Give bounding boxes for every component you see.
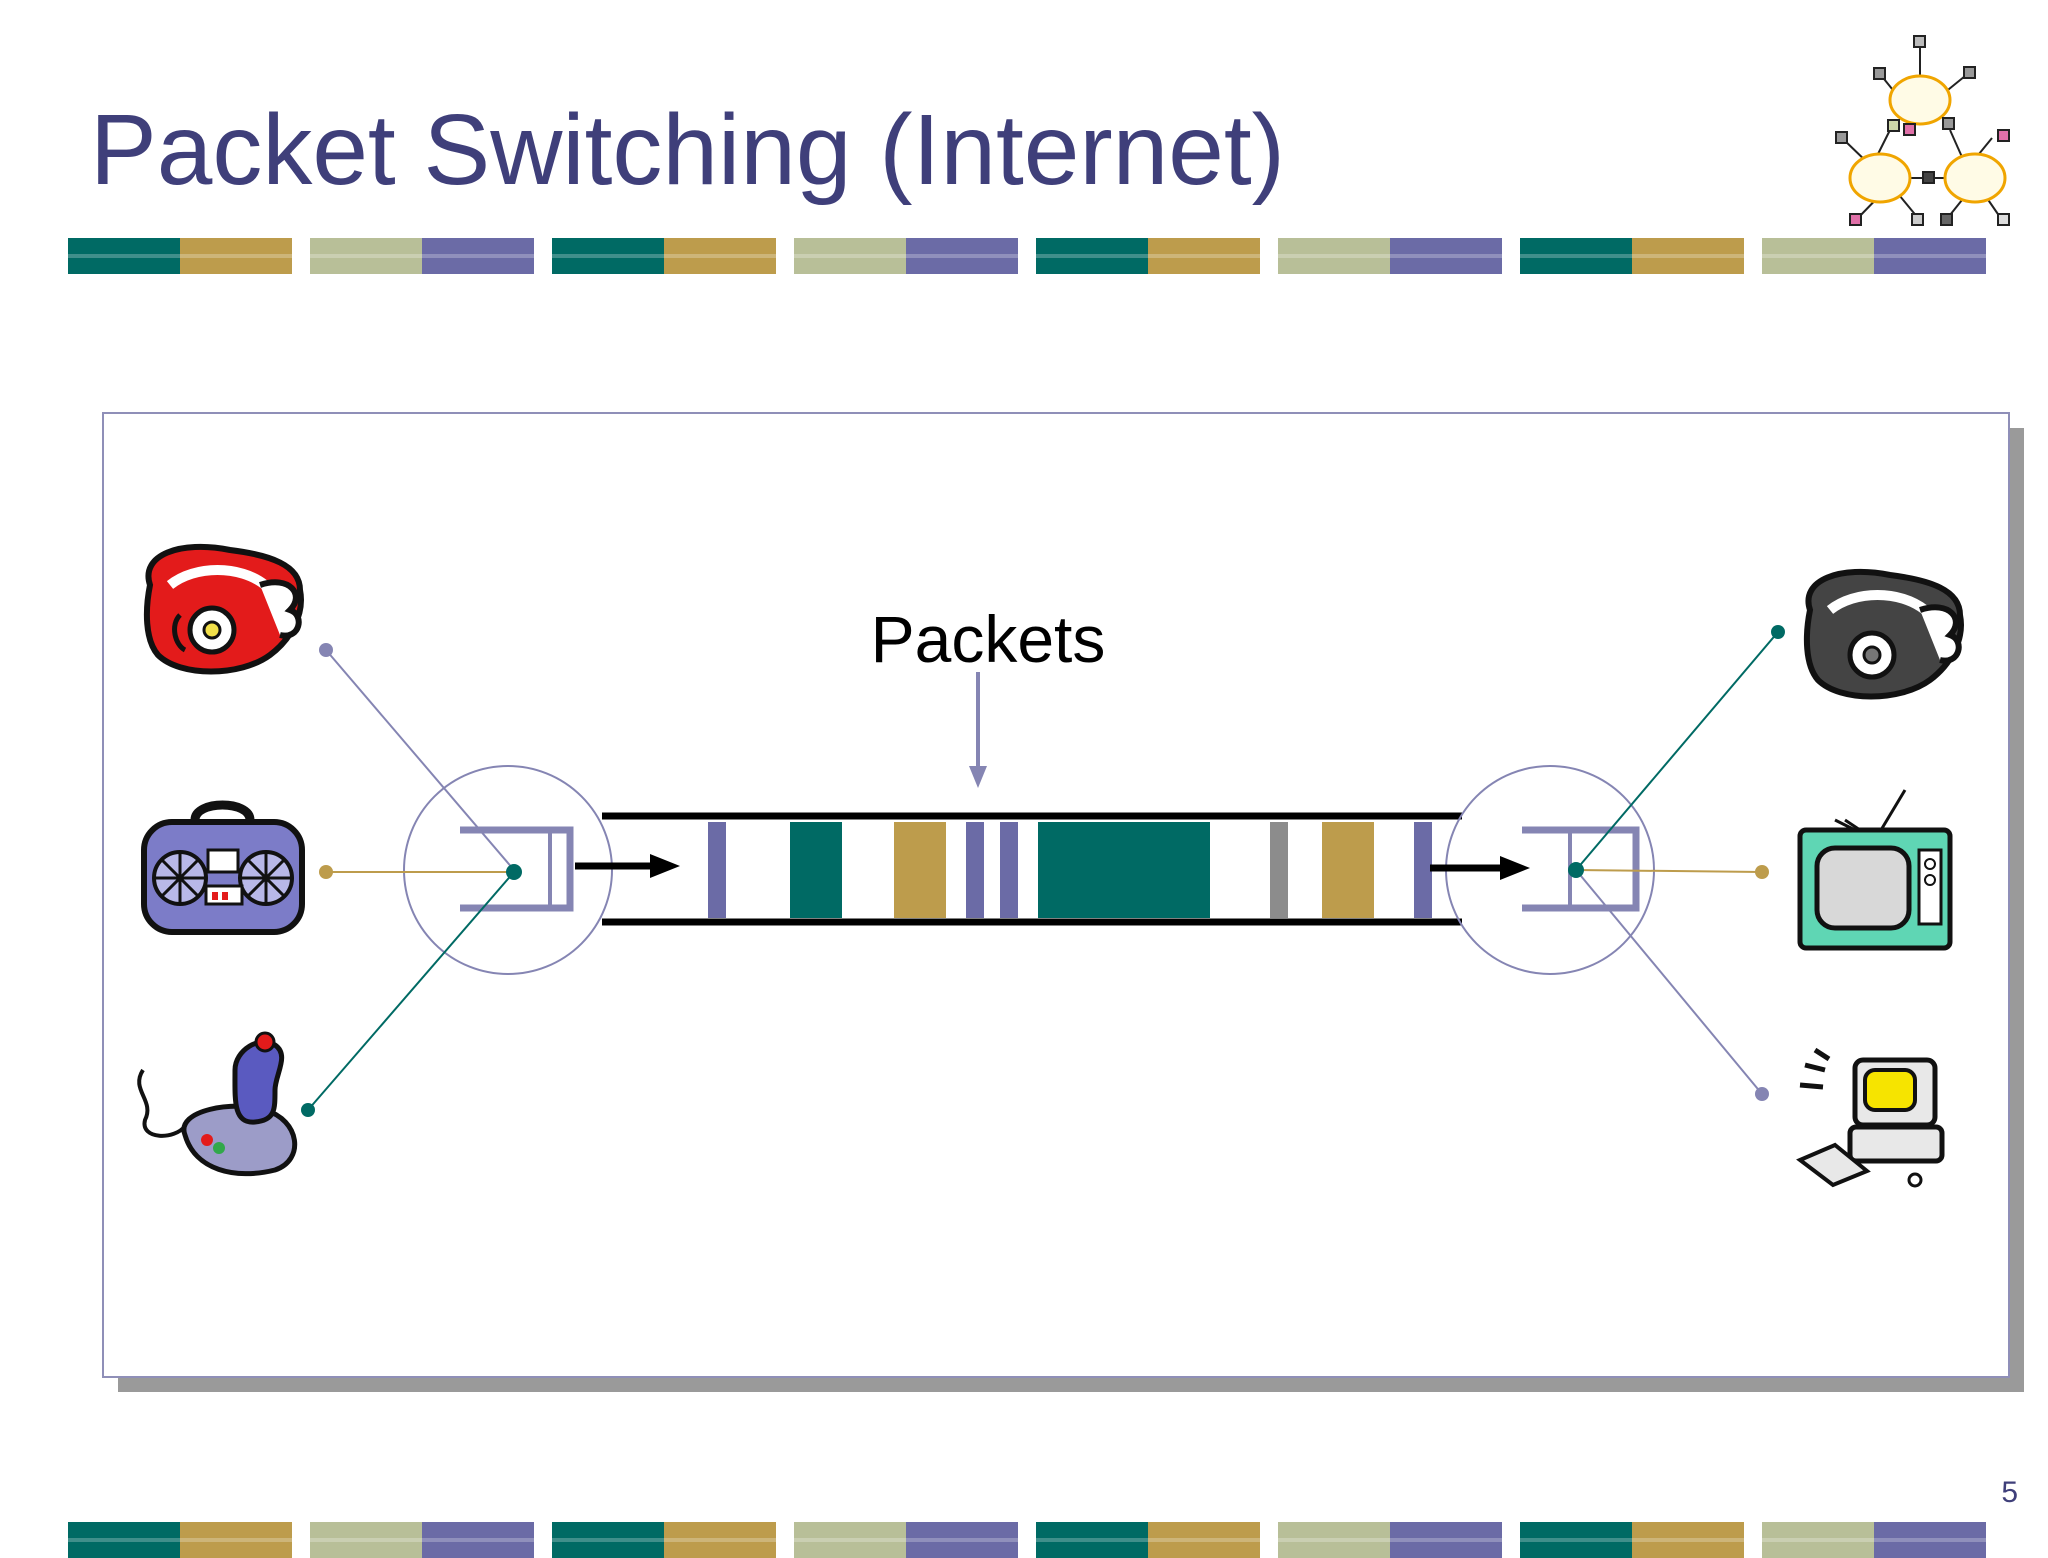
packet-teal bbox=[790, 822, 842, 918]
right-links bbox=[1568, 625, 1785, 1101]
packet-purple bbox=[966, 822, 984, 918]
network-cloud-logo-icon bbox=[1835, 35, 2010, 226]
radio-icon bbox=[141, 800, 305, 935]
packet-teal bbox=[1038, 822, 1210, 918]
packet-purple bbox=[1414, 822, 1432, 918]
red-telephone-icon bbox=[143, 544, 304, 675]
slide-title: Packet Switching (Internet) bbox=[90, 94, 1285, 206]
joystick-icon bbox=[137, 1031, 298, 1177]
right-multiplexer bbox=[1430, 765, 1655, 975]
packet-channel bbox=[602, 812, 1462, 926]
packet-gray bbox=[1270, 822, 1288, 918]
top-color-stripe bbox=[68, 238, 1986, 274]
stripe-segment bbox=[180, 238, 292, 274]
packet-purple bbox=[1000, 822, 1018, 918]
left-links bbox=[301, 643, 522, 1117]
computer-icon bbox=[1796, 1047, 1945, 1188]
packets-pointer-arrowhead bbox=[969, 766, 987, 788]
stripe-segment bbox=[1390, 238, 1502, 274]
stripe-segment bbox=[1520, 238, 1632, 274]
stripe-segment bbox=[1278, 238, 1390, 274]
stripe-segment bbox=[1148, 238, 1260, 274]
stripe-segment bbox=[68, 238, 180, 274]
stripe-segment bbox=[552, 238, 664, 274]
stripe-segment bbox=[310, 238, 422, 274]
stripe-segment bbox=[1036, 238, 1148, 274]
stripe-segment bbox=[1762, 238, 1874, 274]
stripe-segment bbox=[906, 238, 1018, 274]
stripe-segment bbox=[794, 238, 906, 274]
packet-tan bbox=[1322, 822, 1374, 918]
packet-purple bbox=[708, 822, 726, 918]
television-icon bbox=[1797, 789, 1953, 951]
bottom-color-stripe bbox=[68, 1522, 1986, 1558]
black-telephone-icon bbox=[1803, 569, 1964, 700]
stripe-segment bbox=[422, 238, 534, 274]
left-multiplexer bbox=[403, 765, 680, 975]
packets-label: Packets bbox=[871, 602, 1106, 676]
stripe-segment bbox=[664, 238, 776, 274]
packet-tan bbox=[894, 822, 946, 918]
stripe-segment bbox=[1632, 238, 1744, 274]
stripe-segment bbox=[1874, 238, 1986, 274]
page-number: 5 bbox=[2001, 1476, 2018, 1509]
